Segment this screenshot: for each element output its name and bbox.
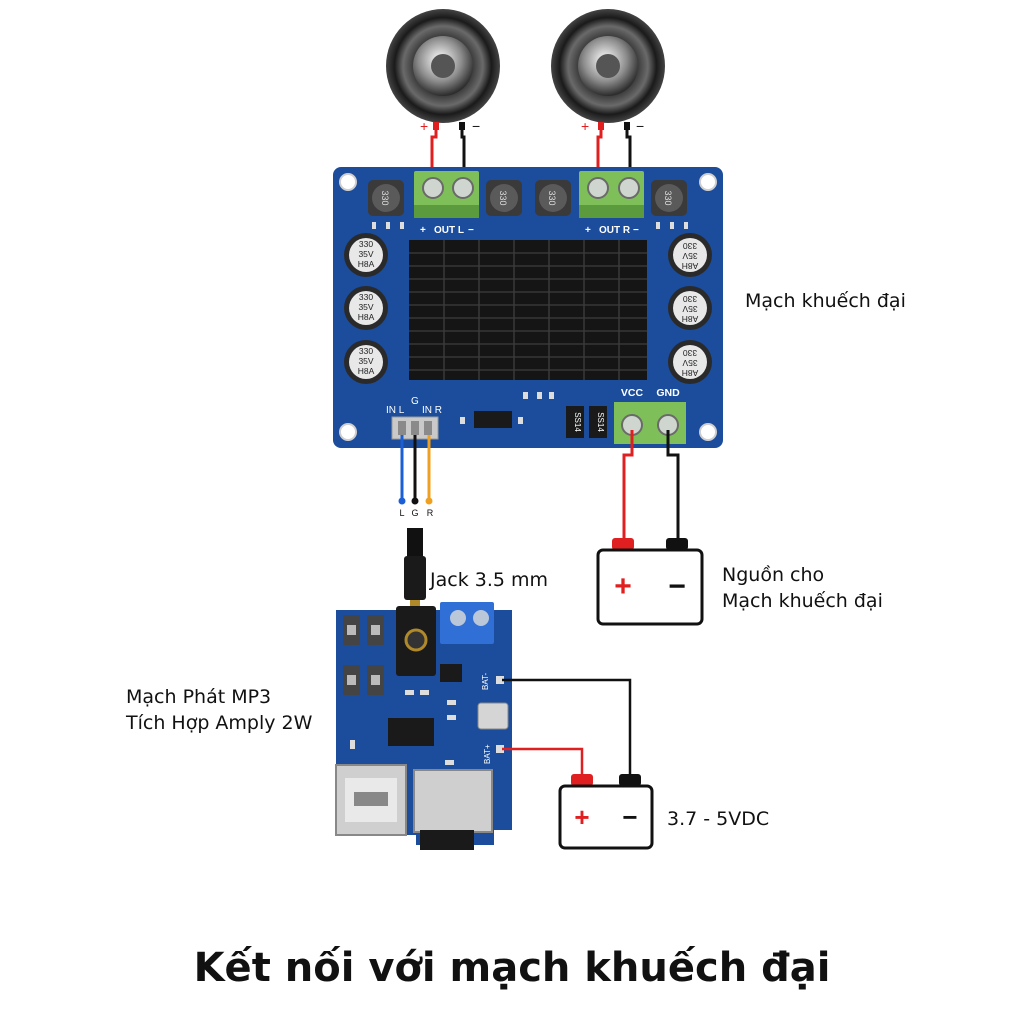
svg-text:A8H: A8H — [682, 368, 699, 378]
svg-text:+: + — [420, 225, 426, 236]
out-l-terminal — [414, 171, 479, 218]
svg-text:35V: 35V — [358, 356, 373, 366]
svg-text:−: − — [633, 225, 639, 236]
amp-power-label-line2: Mạch khuếch đại — [722, 590, 883, 612]
speaker-left-plus: + — [420, 118, 428, 134]
svg-text:35V: 35V — [682, 304, 697, 314]
svg-text:+: + — [585, 225, 591, 236]
speaker-left-minus: − — [472, 118, 480, 134]
in-r-label: IN R — [422, 405, 442, 416]
in-l-label: IN L — [386, 405, 405, 416]
mp3-board: BAT- BAT+ — [335, 602, 512, 850]
svg-text:330: 330 — [683, 348, 697, 358]
mp3-label-line1: Mạch Phát MP3 — [126, 686, 272, 708]
diodes: SS14 SS14 — [566, 406, 607, 438]
page-title: Kết nối với mạch khuếch đại — [193, 945, 831, 991]
bat-minus-label: BAT- — [481, 672, 490, 690]
speaker-right-minus: − — [636, 118, 644, 134]
out-l-label: OUT L — [434, 225, 464, 236]
battery-voltage-label: 3.7 - 5VDC — [667, 808, 770, 830]
svg-text:330: 330 — [359, 346, 373, 356]
amp-battery-plus: + — [614, 570, 632, 603]
cable-g-label: G — [411, 508, 418, 518]
speaker-right-plus: + — [581, 118, 589, 134]
heatsink — [409, 240, 647, 380]
audio-cable — [398, 435, 433, 505]
inductor-label: 330 — [380, 190, 390, 205]
svg-text:330: 330 — [683, 294, 697, 304]
g-label: G — [411, 396, 419, 407]
mp3-label-line2: Tích Hợp Amply 2W — [126, 712, 313, 734]
cable-r-label: R — [427, 508, 434, 518]
inductor-label: 330 — [663, 190, 673, 205]
speaker-left-terminals: + − — [420, 118, 480, 134]
input-header: IN L G IN R — [386, 396, 442, 440]
amp-battery-minus: − — [668, 570, 686, 603]
amp-power-label: Nguồn cho Mạch khuếch đại — [722, 562, 883, 614]
mp3-battery-wires — [502, 678, 632, 776]
amp-label: Mạch khuếch đại — [745, 290, 906, 312]
svg-text:A8H: A8H — [682, 314, 699, 324]
svg-text:A8H: A8H — [682, 261, 699, 271]
vcc-label: VCC — [621, 387, 644, 399]
inductors: 330 330 330 330 — [368, 180, 687, 216]
jack-label: Jack 3.5 mm — [430, 569, 549, 591]
svg-text:SS14: SS14 — [573, 412, 582, 432]
svg-text:330: 330 — [359, 239, 373, 249]
svg-text:35V: 35V — [682, 251, 697, 261]
svg-text:H8A: H8A — [358, 259, 375, 269]
cable-l-label: L — [399, 508, 404, 518]
svg-text:35V: 35V — [358, 249, 373, 259]
svg-text:330: 330 — [683, 241, 697, 251]
mp3-battery-minus: − — [622, 802, 637, 832]
gnd-label: GND — [656, 387, 680, 399]
mp3-label: Mạch Phát MP3 Tích Hợp Amply 2W — [126, 684, 312, 736]
inductor-label: 330 — [498, 190, 508, 205]
inductor-label: 330 — [547, 190, 557, 205]
speaker-right — [551, 9, 665, 123]
svg-text:−: − — [468, 225, 474, 236]
amp-battery: + − — [596, 538, 704, 626]
svg-text:35V: 35V — [358, 302, 373, 312]
out-r-terminal — [579, 171, 644, 218]
speaker-left — [386, 9, 500, 123]
amp-power-label-line1: Nguồn cho — [722, 564, 825, 586]
mp3-battery: + − — [558, 774, 654, 850]
svg-text:H8A: H8A — [358, 366, 375, 376]
speaker-right-terminals: + − — [581, 118, 644, 134]
svg-text:SS14: SS14 — [596, 412, 605, 432]
svg-text:H8A: H8A — [358, 312, 375, 322]
bat-plus-label: BAT+ — [483, 744, 492, 764]
svg-text:35V: 35V — [682, 358, 697, 368]
amp-power-wires — [622, 430, 680, 540]
svg-text:330: 330 — [359, 292, 373, 302]
capacitors-right: A8H 35V 330 A8H 35V 330 A8H 35 — [668, 233, 712, 384]
speaker-wires — [430, 130, 632, 186]
amplifier-board: + OUT L − + OUT R − 330 330 330 — [333, 167, 723, 448]
power-terminal: VCC GND — [614, 387, 686, 444]
out-r-label: OUT R — [599, 225, 631, 236]
mp3-battery-plus: + — [574, 802, 589, 832]
capacitors-left: 330 35V H8A 330 35V H8A 330 35V H8A — [344, 233, 388, 384]
ic-chip — [474, 411, 512, 428]
